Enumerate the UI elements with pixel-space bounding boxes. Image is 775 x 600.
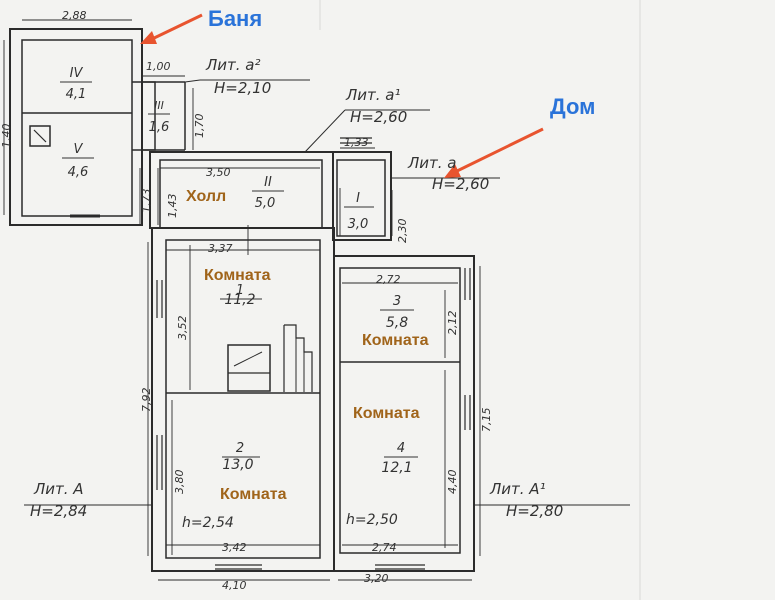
label-room1: Комната	[204, 267, 271, 284]
dim-1-00: 1,00	[146, 60, 171, 73]
room-3-area: 5,8	[386, 315, 408, 331]
dim-2-88: 2,88	[62, 9, 87, 22]
room-2-number: 2	[236, 441, 244, 456]
dimensions: 2,88 1,00 1,33 3,50 3,37 2,72 3,42 2,74 …	[0, 9, 493, 592]
dim-4-10: 4,10	[222, 579, 247, 592]
room-numbers: IV 4,1 V 4,6 III 1,6 II 5,0 I 3,0 1 11,2…	[60, 66, 418, 476]
lit-a2-height: Н=2,10	[214, 79, 271, 97]
room-iii-number: III	[154, 99, 164, 112]
lit-a-name: Лит. а	[407, 154, 457, 172]
dim-3-37: 3,37	[208, 242, 233, 255]
height-room2: h=2,54	[182, 515, 234, 531]
label-room4: Комната	[353, 405, 420, 422]
dim-1-40: 1,40	[0, 124, 13, 149]
lit-labels: Лит. а² Н=2,10 Лит. а¹ Н=2,60 Лит. а Н=2…	[30, 56, 563, 520]
dim-7-92: 7,92	[140, 388, 153, 413]
dim-1-73: 1,73	[140, 189, 153, 214]
callout-arrows	[140, 13, 544, 178]
room-ii-area: 5,0	[255, 196, 276, 211]
room-i-number: I	[356, 191, 360, 206]
dim-2-30: 2,30	[396, 219, 409, 244]
lit-A1-height: Н=2,80	[506, 502, 563, 520]
lit-a-height: Н=2,60	[432, 175, 489, 193]
lit-A-name: Лит. А	[33, 480, 84, 498]
dim-7-15: 7,15	[480, 408, 493, 433]
lit-a1-height: Н=2,60	[350, 108, 407, 126]
callout-dom: Дом	[550, 94, 595, 119]
house-building	[3, 19, 630, 581]
room-2-area: 13,0	[222, 457, 253, 473]
background-gridlines	[319, 0, 641, 600]
lit-a2-name: Лит. а²	[205, 56, 261, 74]
lit-a1-name: Лит. а¹	[345, 86, 401, 104]
room-iv-area: 4,1	[66, 87, 87, 102]
callout-banya: Баня	[208, 6, 262, 31]
room-1-area: 11,2	[224, 292, 255, 308]
room-ii-number: II	[264, 175, 272, 190]
dim-2-72: 2,72	[376, 273, 401, 286]
dim-1-33: 1,33	[344, 136, 369, 149]
label-holl: Холл	[186, 188, 226, 205]
room-3-number: 3	[393, 294, 401, 309]
dim-2-12: 2,12	[446, 311, 459, 336]
banya-building	[9, 28, 186, 226]
ceiling-heights: h=2,54 h=2,50	[182, 512, 398, 531]
dim-3-42: 3,42	[222, 541, 247, 554]
height-room4: h=2,50	[346, 512, 398, 528]
room-v-area: 4,6	[68, 165, 89, 180]
dim-3-52: 3,52	[176, 316, 189, 341]
room-iii-area: 1,6	[149, 120, 170, 135]
dim-1-43: 1,43	[166, 194, 179, 219]
lit-A-height: Н=2,84	[30, 502, 87, 520]
label-room3: Комната	[362, 332, 429, 349]
label-room2: Комната	[220, 486, 287, 503]
room-1-number: 1	[236, 283, 244, 298]
room-labels: Холл Комната Комната Комната Комната	[186, 188, 429, 503]
dim-3-80: 3,80	[173, 470, 186, 495]
room-v-number: V	[74, 142, 84, 157]
room-iv-number: IV	[70, 66, 84, 81]
dim-1-70: 1,70	[193, 114, 206, 139]
dim-2-74: 2,74	[372, 541, 397, 554]
room-i-area: 3,0	[348, 217, 369, 232]
room-4-area: 12,1	[381, 460, 412, 476]
lit-A1-name: Лит. А¹	[489, 480, 546, 498]
dim-3-50: 3,50	[206, 166, 231, 179]
dim-4-40: 4,40	[446, 470, 459, 495]
room-4-number: 4	[397, 441, 405, 456]
dim-3-20: 3,20	[364, 572, 389, 585]
